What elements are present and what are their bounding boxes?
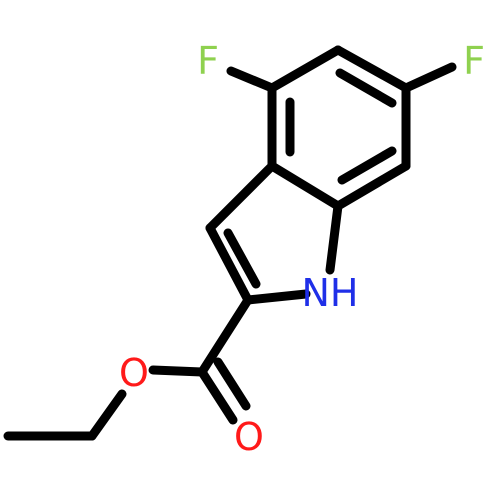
atom-fluorine-top: F xyxy=(197,39,219,83)
bond-carbonyl-double-a xyxy=(197,367,238,425)
bond-carbonyl-ester-oxygen xyxy=(148,365,207,377)
bond-lines xyxy=(3,45,457,441)
bond-c2-n1 xyxy=(243,289,311,305)
atom-nitrogen-nh: NH xyxy=(302,271,359,315)
bond-ester-oxygen-ch2 xyxy=(87,389,127,441)
bond-c5-c6-inner xyxy=(335,68,397,108)
bond-c4-c5 xyxy=(267,45,343,93)
bond-c7-c7a-inner xyxy=(337,146,397,185)
atom-oxygen-ester: O xyxy=(119,351,149,395)
atom-labels: F F NH O O xyxy=(119,39,485,459)
bond-n1-c7a xyxy=(325,201,343,275)
atom-fluorine-right: F xyxy=(463,39,485,83)
bond-c3-c2 xyxy=(205,223,253,305)
bond-c4-f xyxy=(226,66,277,93)
bond-c3-c2-inner xyxy=(223,228,261,289)
bond-c2-carbonyl-carbon xyxy=(197,295,253,377)
bond-c6-f xyxy=(401,62,457,93)
bond-carbonyl-double-b xyxy=(213,357,251,411)
atom-oxygen-carbonyl: O xyxy=(234,415,264,459)
bond-c5-c6 xyxy=(333,45,411,93)
bond-c7-c7a xyxy=(333,161,411,211)
bond-c7a-c3a xyxy=(267,161,343,211)
bond-c3a-c3 xyxy=(205,161,277,233)
